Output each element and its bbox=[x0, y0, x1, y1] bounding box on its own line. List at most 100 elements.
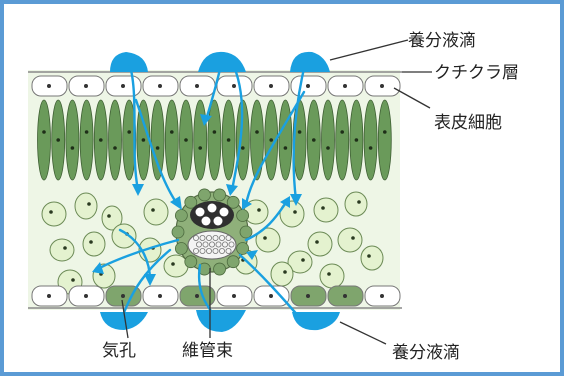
palisade-cell bbox=[165, 100, 178, 180]
cell-nucleus bbox=[343, 84, 347, 88]
cell-nucleus bbox=[255, 130, 259, 134]
cell-nucleus bbox=[327, 272, 331, 276]
spongy-cell bbox=[361, 246, 383, 270]
cell-nucleus bbox=[56, 138, 60, 142]
cell-nucleus bbox=[89, 240, 93, 244]
bundle-sheath-cell bbox=[214, 189, 226, 201]
cell-nucleus bbox=[121, 84, 125, 88]
bundle-sheath-cell bbox=[237, 210, 249, 222]
bundle-sheath-cell bbox=[227, 256, 239, 268]
spongy-cell bbox=[345, 192, 367, 216]
cell-nucleus bbox=[84, 294, 88, 298]
cell-nucleus bbox=[263, 236, 267, 240]
cell-nucleus bbox=[107, 214, 111, 218]
cell-nucleus bbox=[156, 146, 160, 150]
bundle-sheath-cell bbox=[214, 263, 226, 275]
cell-nucleus bbox=[257, 208, 261, 212]
cell-nucleus bbox=[283, 270, 287, 274]
cell-nucleus bbox=[213, 130, 217, 134]
cell-nucleus bbox=[383, 130, 387, 134]
label-vascular-bundle: 維管束 bbox=[182, 341, 233, 361]
palisade-layer bbox=[38, 100, 392, 180]
cell-nucleus bbox=[284, 146, 288, 150]
spongy-cell bbox=[308, 232, 332, 256]
cell-nucleus bbox=[127, 130, 131, 134]
label-cuticle: クチクラ層 bbox=[434, 63, 519, 83]
cell-nucleus bbox=[326, 146, 330, 150]
bundle-sheath-cell bbox=[198, 189, 210, 201]
cell-nucleus bbox=[151, 208, 155, 212]
cell-nucleus bbox=[355, 138, 359, 142]
label-top-nutrient-droplet: 養分液滴 bbox=[408, 31, 476, 51]
cell-nucleus bbox=[113, 146, 117, 150]
cell-nucleus bbox=[227, 138, 231, 142]
xylem-vessel bbox=[220, 208, 229, 217]
cell-nucleus bbox=[232, 294, 236, 298]
cell-nucleus bbox=[47, 294, 51, 298]
cell-nucleus bbox=[369, 146, 373, 150]
cell-nucleus bbox=[340, 130, 344, 134]
cell-nucleus bbox=[380, 294, 384, 298]
palisade-cell bbox=[80, 100, 93, 180]
xylem-vessel bbox=[208, 204, 217, 213]
cell-nucleus bbox=[367, 254, 371, 258]
cell-nucleus bbox=[170, 130, 174, 134]
cell-nucleus bbox=[49, 210, 53, 214]
cell-nucleus bbox=[158, 84, 162, 88]
cell-nucleus bbox=[321, 206, 325, 210]
cell-nucleus bbox=[184, 138, 188, 142]
label-epidermal-cell: 表皮細胞 bbox=[434, 113, 502, 133]
cell-nucleus bbox=[42, 130, 46, 134]
cell-nucleus bbox=[99, 138, 103, 142]
cell-nucleus bbox=[306, 294, 310, 298]
palisade-cell bbox=[279, 100, 292, 180]
cell-nucleus bbox=[306, 84, 310, 88]
cell-nucleus bbox=[195, 84, 199, 88]
cell-nucleus bbox=[171, 262, 175, 266]
spongy-cell bbox=[314, 198, 338, 222]
palisade-cell bbox=[66, 100, 79, 180]
cell-nucleus bbox=[47, 84, 51, 88]
cell-nucleus bbox=[198, 146, 202, 150]
cell-nucleus bbox=[351, 236, 355, 240]
cell-nucleus bbox=[269, 294, 273, 298]
spongy-cell bbox=[83, 232, 105, 256]
spongy-cell bbox=[42, 202, 66, 226]
spongy-cell bbox=[271, 262, 293, 286]
spongy-cell bbox=[50, 239, 74, 261]
cell-nucleus bbox=[142, 138, 146, 142]
bottom-droplet-center bbox=[196, 310, 246, 332]
bundle-sheath-cell bbox=[172, 226, 184, 238]
xylem-vessel bbox=[214, 217, 223, 226]
label-bottom-nutrient-droplet: 養分液滴 bbox=[392, 343, 460, 363]
spongy-cell bbox=[75, 193, 97, 219]
palisade-cell bbox=[194, 100, 207, 180]
bottom-droplet-right bbox=[292, 312, 340, 330]
cell-nucleus bbox=[241, 146, 245, 150]
palisade-cell bbox=[38, 100, 51, 180]
spongy-cell bbox=[320, 264, 344, 288]
cell-nucleus bbox=[195, 294, 199, 298]
cell-nucleus bbox=[312, 138, 316, 142]
palisade-cell bbox=[208, 100, 221, 180]
palisade-cell bbox=[336, 100, 349, 180]
palisade-cell bbox=[378, 100, 391, 180]
cell-nucleus bbox=[84, 84, 88, 88]
spongy-cell bbox=[338, 228, 362, 252]
palisade-cell bbox=[151, 100, 164, 180]
cell-nucleus bbox=[293, 210, 297, 214]
cell-nucleus bbox=[301, 258, 305, 262]
cell-nucleus bbox=[298, 130, 302, 134]
bundle-sheath-cell bbox=[185, 256, 197, 268]
label-stoma: 気孔 bbox=[102, 341, 136, 361]
xylem-vessel bbox=[196, 208, 205, 217]
top-droplet-right bbox=[290, 52, 330, 72]
cell-nucleus bbox=[71, 278, 75, 282]
cell-nucleus bbox=[232, 84, 236, 88]
palisade-cell bbox=[251, 100, 264, 180]
cell-nucleus bbox=[315, 240, 319, 244]
cell-nucleus bbox=[87, 202, 91, 206]
spongy-cell bbox=[112, 224, 136, 248]
cell-nucleus bbox=[63, 246, 67, 250]
